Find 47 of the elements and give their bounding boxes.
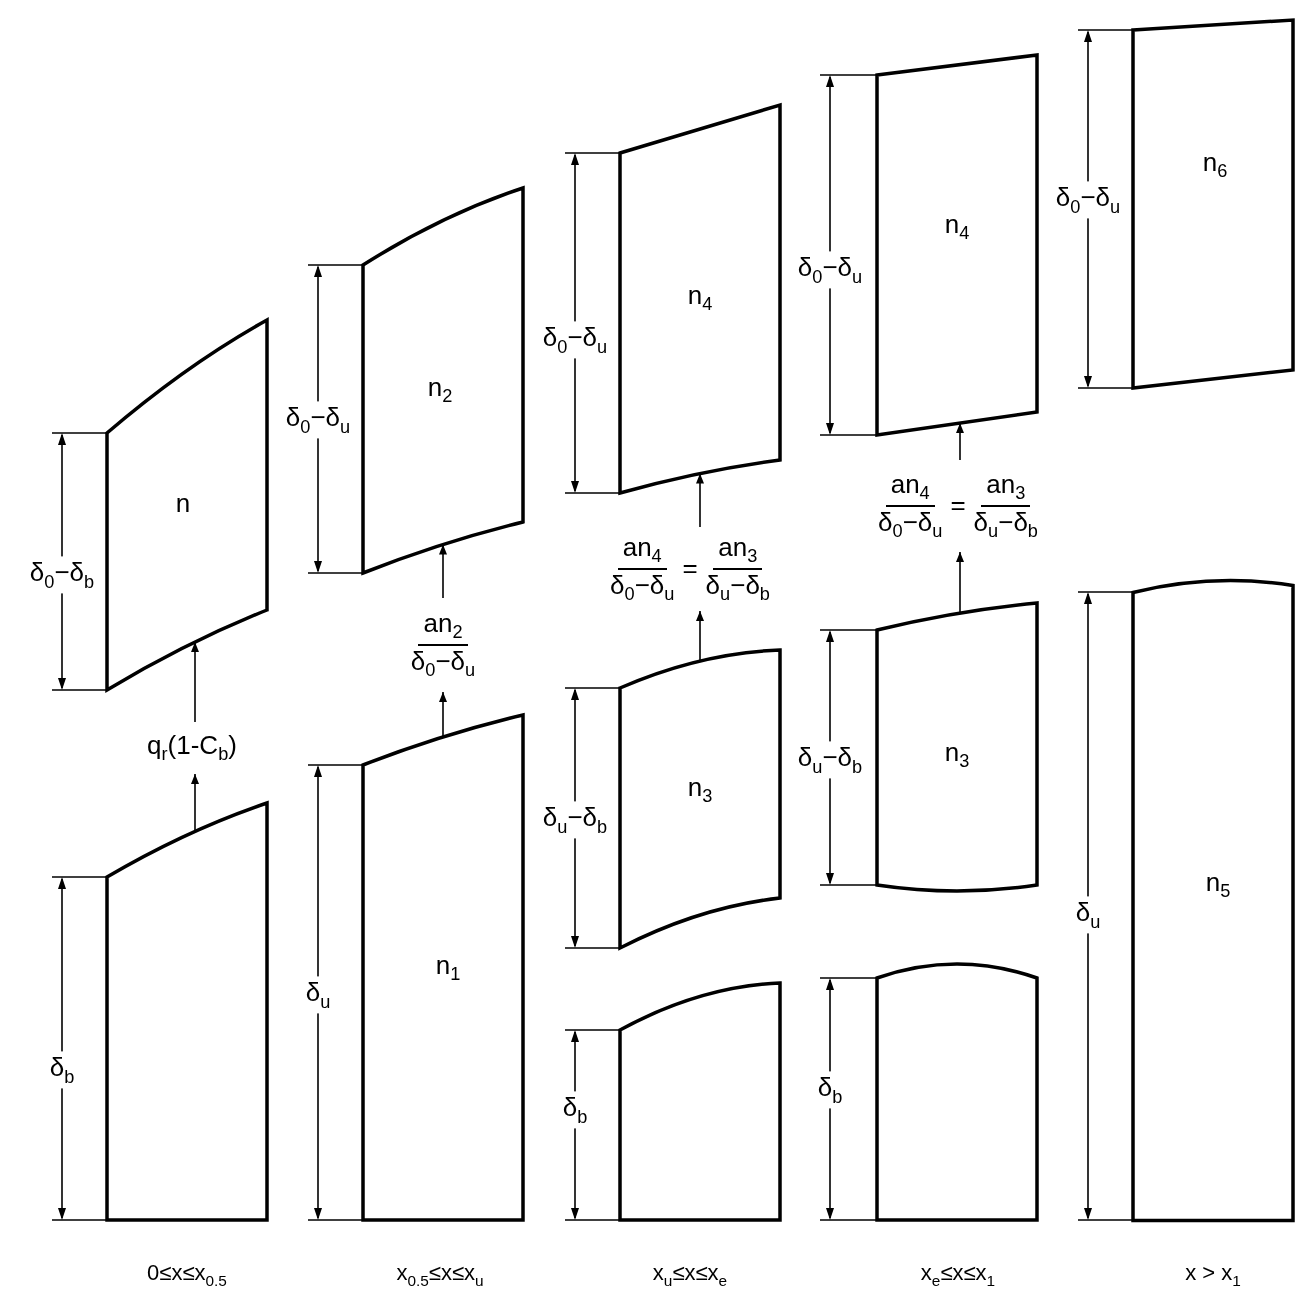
- formula-denominator: δ$_{0}$−δ$_{u}$: [609, 570, 676, 605]
- equals-sign: =: [950, 492, 966, 520]
- dimension-label: δ$_{u}$−δ$_{b}$: [797, 741, 863, 779]
- variable-label: n$_{3}$: [944, 739, 970, 771]
- dimension-label: δ$_{b}$: [562, 1091, 588, 1129]
- dimension-label: δ$_{0}$−δ$_{u}$: [542, 321, 608, 359]
- formula-denominator: δ$_{0}$−δ$_{u}$: [409, 646, 477, 681]
- variable-label: n$_{6}$: [1202, 149, 1228, 181]
- variable-label: n$_{2}$: [427, 374, 453, 406]
- formula-numerator: an$_{4}$: [885, 470, 935, 507]
- formula-denominator: δ$_{u}$−δ$_{b}$: [704, 570, 771, 605]
- range-label: x > x$_{1}$: [1185, 1260, 1241, 1290]
- flux-arrow: [191, 641, 199, 723]
- variable-label: n$_{1}$: [435, 952, 461, 984]
- flux-arrow: [696, 610, 704, 662]
- flux-arrow: [956, 551, 964, 614]
- formula-denominator: δ$_{u}$−δ$_{b}$: [972, 507, 1039, 542]
- variable-label: n$_{4}$: [687, 282, 713, 314]
- variable-label: n$_{5}$: [1205, 869, 1231, 901]
- variable-label: n$_{4}$: [944, 211, 970, 243]
- dimension-label: δ$_{u}$: [305, 976, 331, 1014]
- dimension-label: δ$_{0}$−δ$_{u}$: [797, 251, 863, 289]
- flux-arrow: [956, 422, 964, 461]
- equals-sign: =: [682, 555, 698, 583]
- flux-arrow: [439, 543, 447, 599]
- formula-denominator: δ$_{0}$−δ$_{u}$: [877, 507, 944, 542]
- formula-numerator: an$_{4}$: [617, 533, 667, 570]
- dimension-label: δ$_{0}$−δ$_{u}$: [285, 401, 351, 439]
- flux-arrow: [191, 773, 199, 833]
- formula-numerator: an$_{3}$: [981, 470, 1031, 507]
- flux-arrow: [439, 691, 447, 738]
- variable-label: n$_{3}$: [687, 774, 713, 806]
- range-label: x$_{e}$≤x≤x$_{1}$: [920, 1260, 996, 1290]
- range-label: x$_{0.5}$≤x≤x$_{u}$: [396, 1260, 484, 1290]
- flux-arrow: [696, 472, 704, 528]
- formula-numerator: an$_{2}$: [418, 609, 468, 646]
- flux-label: q$_{r}$(1-C$_{b}$): [147, 731, 237, 765]
- dimension-label: δ$_{b}$: [49, 1051, 75, 1089]
- dimension-label: δ$_{u}$−δ$_{b}$: [542, 801, 608, 839]
- formula-numerator: an$_{3}$: [713, 533, 763, 570]
- variable-label: n: [175, 490, 191, 516]
- range-label: 0≤x≤x$_{0.5}$: [147, 1260, 227, 1290]
- dimension-label: δ$_{0}$−δ$_{u}$: [1055, 181, 1121, 219]
- dimension-label: δ$_{0}$−δ$_{b}$: [29, 556, 95, 594]
- dimension-label: δ$_{u}$: [1075, 896, 1101, 934]
- range-label: x$_{u}$≤x≤x$_{e}$: [652, 1260, 728, 1290]
- dimension-label: δ$_{b}$: [817, 1071, 843, 1109]
